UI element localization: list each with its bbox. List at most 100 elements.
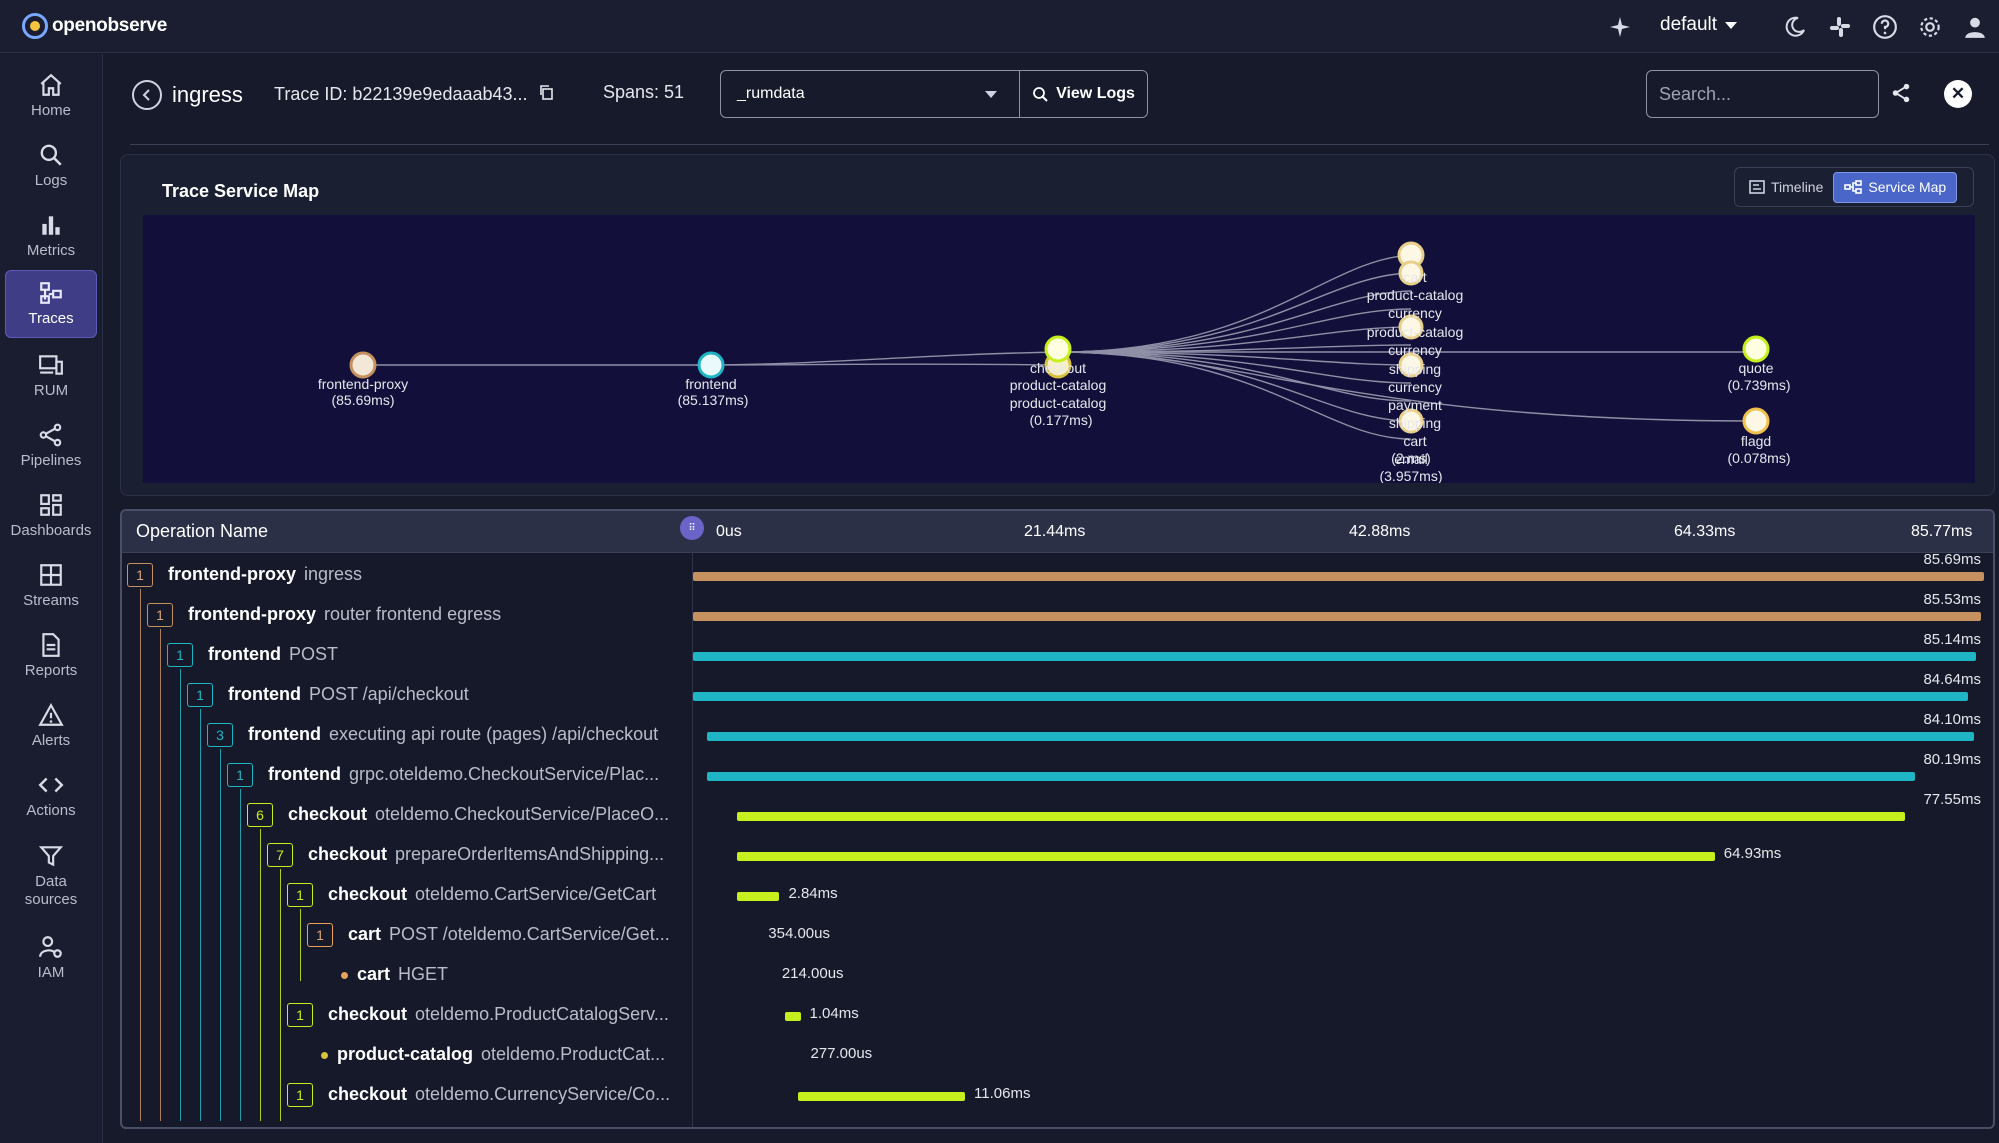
span-duration-bar[interactable] xyxy=(798,1092,965,1101)
span-duration-bar[interactable] xyxy=(737,852,1715,861)
timeline-icon xyxy=(1749,180,1765,194)
map-node-cluster[interactable]: cart product-catalog currency product-ca… xyxy=(1367,243,1464,483)
span-child-count-badge[interactable]: 3 xyxy=(207,723,233,747)
search-input[interactable]: Search... xyxy=(1646,70,1879,118)
service-map-label: Service Map xyxy=(1868,179,1946,195)
span-duration-bar[interactable] xyxy=(707,732,1974,741)
span-child-count-badge[interactable]: 1 xyxy=(227,763,253,787)
span-service: checkout xyxy=(328,1084,407,1104)
home-icon xyxy=(38,72,64,98)
span-row[interactable]: 3frontendexecuting api route (pages) /ap… xyxy=(122,715,1993,755)
settings-icon[interactable] xyxy=(1915,12,1945,42)
span-row[interactable]: 1checkoutoteldemo.CurrencyService/Co...1… xyxy=(122,1075,1993,1115)
org-selector[interactable]: default xyxy=(1660,14,1737,36)
sidebar-item-data-sources[interactable]: Data sources xyxy=(5,834,97,918)
span-duration-bar[interactable] xyxy=(737,812,1905,821)
sidebar-item-rum[interactable]: RUM xyxy=(5,342,97,410)
view-logs-label: View Logs xyxy=(1056,85,1135,103)
trace-title: ingress xyxy=(172,82,243,108)
close-button[interactable]: ✕ xyxy=(1944,80,1972,108)
sidebar-item-home[interactable]: Home xyxy=(5,62,97,130)
span-duration-bar[interactable] xyxy=(693,652,1976,661)
span-child-count-badge[interactable]: 1 xyxy=(187,683,213,707)
span-row[interactable]: 1frontendPOST /api/checkout84.64ms xyxy=(122,675,1993,715)
span-row[interactable]: 1checkoutoteldemo.CartService/GetCart2.8… xyxy=(122,875,1993,915)
sidebar-item-iam[interactable]: IAM xyxy=(5,924,97,992)
slack-icon[interactable] xyxy=(1825,12,1855,42)
map-node-duration: (0.078ms) xyxy=(1727,450,1790,466)
sidebar-item-dashboards[interactable]: Dashboards xyxy=(5,482,97,550)
span-duration-bar[interactable] xyxy=(693,612,1981,621)
span-child-count-badge[interactable]: 1 xyxy=(127,563,153,587)
filter-icon xyxy=(38,843,64,869)
sidebar-item-metrics[interactable]: Metrics xyxy=(5,202,97,270)
span-row[interactable]: 1frontend-proxyrouter frontend egress85.… xyxy=(122,595,1993,635)
map-node-frontend-proxy[interactable]: frontend-proxy (85.69ms) xyxy=(318,353,408,408)
span-child-count-badge[interactable]: 6 xyxy=(247,803,273,827)
span-service: frontend-proxy xyxy=(188,604,316,624)
map-node-flagd[interactable]: flagd (0.078ms) xyxy=(1727,409,1790,466)
span-child-count-badge[interactable]: 1 xyxy=(147,603,173,627)
drag-handle-icon[interactable]: ⠿ xyxy=(680,516,704,540)
sidebar-item-actions[interactable]: Actions xyxy=(5,762,97,830)
map-node-duration: (0.739ms) xyxy=(1727,377,1790,393)
span-duration-bar[interactable] xyxy=(785,1012,801,1021)
span-child-count-badge[interactable]: 1 xyxy=(287,1083,313,1107)
warning-icon xyxy=(38,702,64,728)
map-edge xyxy=(1058,352,1411,401)
span-duration-bar[interactable] xyxy=(693,692,1968,701)
sidebar-item-streams[interactable]: Streams xyxy=(5,552,97,620)
copy-icon[interactable] xyxy=(538,84,554,105)
service-map-toggle-button[interactable]: Service Map xyxy=(1833,172,1957,203)
share-icon[interactable] xyxy=(1890,82,1912,109)
span-label: frontend-proxyingress xyxy=(168,564,362,585)
span-row[interactable]: 1frontend-proxyingress85.69ms xyxy=(122,555,1993,595)
span-row[interactable]: 1frontendgrpc.oteldemo.CheckoutService/P… xyxy=(122,755,1993,795)
sidebar-item-logs[interactable]: Logs xyxy=(5,132,97,200)
span-service: checkout xyxy=(288,804,367,824)
span-label: checkoutoteldemo.CheckoutService/PlaceO.… xyxy=(288,804,669,825)
top-bar: openobserve default xyxy=(0,0,1999,53)
sparkle-icon[interactable] xyxy=(1605,12,1635,42)
span-row[interactable]: 6 checkoutoteldemo.CheckoutService/PlaceO… xyxy=(122,795,1993,835)
span-row[interactable]: product-catalogoteldemo.ProductCat...277… xyxy=(122,1035,1993,1075)
view-logs-button[interactable]: View Logs xyxy=(1019,70,1148,118)
user-icon[interactable] xyxy=(1960,12,1990,42)
span-duration-bar[interactable] xyxy=(737,892,780,901)
span-child-count-badge[interactable]: 1 xyxy=(307,923,333,947)
moon-icon[interactable] xyxy=(1780,12,1810,42)
logo[interactable]: openobserve xyxy=(22,13,167,39)
back-button[interactable] xyxy=(132,80,162,110)
map-node-frontend[interactable]: frontend (85.137ms) xyxy=(678,353,749,408)
sidebar-item-alerts[interactable]: Alerts xyxy=(5,692,97,760)
span-row[interactable]: cartHGET214.00us xyxy=(122,955,1993,995)
span-duration-label: 85.69ms xyxy=(1923,551,1981,568)
help-icon[interactable] xyxy=(1870,12,1900,42)
span-duration-bar[interactable] xyxy=(707,772,1915,781)
span-operation: POST /api/checkout xyxy=(309,684,469,704)
span-row[interactable]: 1frontendPOST85.14ms xyxy=(122,635,1993,675)
span-duration-bar[interactable] xyxy=(693,572,1984,581)
sidebar-item-traces[interactable]: Traces xyxy=(5,270,97,338)
span-child-count-badge[interactable]: 7 xyxy=(267,843,293,867)
span-child-count-badge[interactable]: 1 xyxy=(287,1003,313,1027)
span-row[interactable]: 1checkoutoteldemo.ProductCatalogServ...1… xyxy=(122,995,1993,1035)
map-node-quote[interactable]: quote (0.739ms) xyxy=(1727,337,1790,393)
span-row[interactable]: 1cartPOST /oteldemo.CartService/Get...35… xyxy=(122,915,1993,955)
sidebar-item-reports[interactable]: Reports xyxy=(5,622,97,690)
map-node-duration: (0.177ms) xyxy=(1029,412,1092,428)
span-label: frontendPOST xyxy=(208,644,338,665)
span-duration-label: 85.14ms xyxy=(1923,631,1981,648)
span-row[interactable]: 7checkoutprepareOrderItemsAndShipping...… xyxy=(122,835,1993,875)
span-child-count-badge[interactable]: 1 xyxy=(167,643,193,667)
span-operation: HGET xyxy=(398,964,448,984)
timeline-toggle-button[interactable]: Timeline xyxy=(1739,172,1833,203)
map-node-label: product-catalog xyxy=(1010,395,1107,411)
logo-text: openobserve xyxy=(52,15,167,37)
stream-select[interactable]: _rumdata xyxy=(720,70,1020,118)
traces-icon xyxy=(38,280,64,306)
sidebar-item-pipelines[interactable]: Pipelines xyxy=(5,412,97,480)
service-map-graph[interactable]: frontend-proxy (85.69ms) frontend (85.13… xyxy=(143,215,1975,483)
span-child-count-badge[interactable]: 1 xyxy=(287,883,313,907)
sidebar-item-label: Alerts xyxy=(32,732,70,750)
